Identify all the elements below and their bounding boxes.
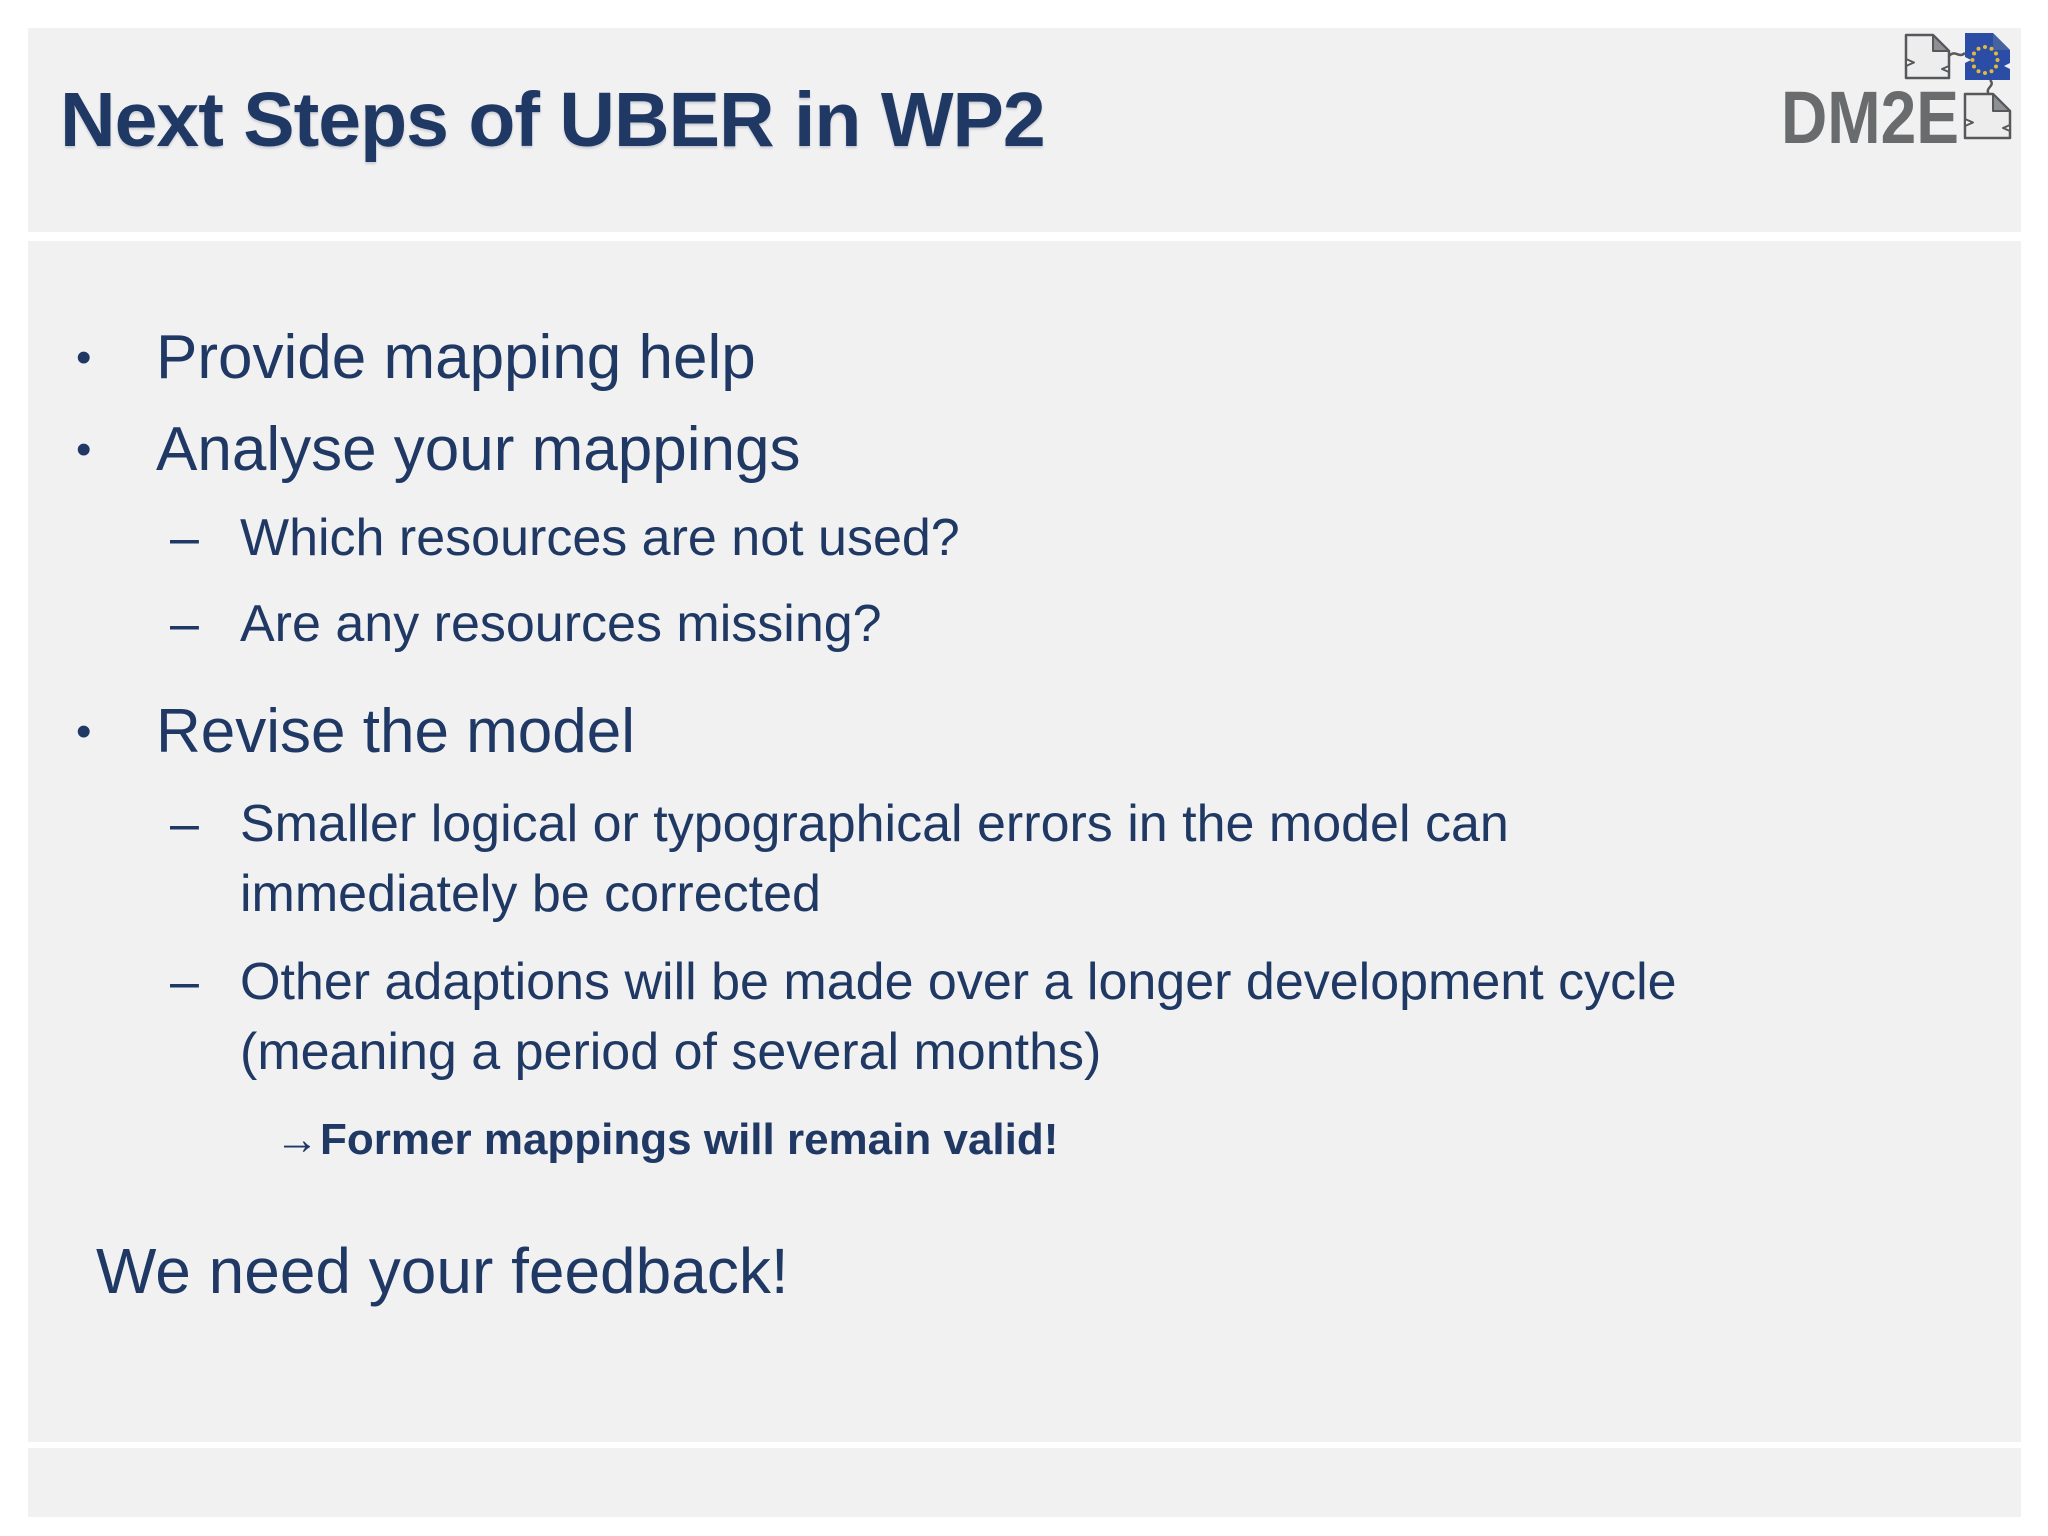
bullet-item: • Provide mapping help (76, 313, 1956, 403)
eu-stars (1970, 45, 2000, 75)
bullet-text: Which resources are not used? (240, 509, 960, 567)
footer-strip (28, 1448, 2021, 1517)
bullet-text: Provide mapping help (156, 323, 756, 392)
arrow-marker: → (275, 1115, 319, 1164)
header-panel: Next Steps of UBER in WP2 DM2E (28, 28, 2021, 232)
document-icon (1963, 92, 2012, 140)
bullet-list: • Provide mapping help • Analyse your ma… (76, 313, 1956, 1169)
bullet-item: → Former mappings will remain valid! (275, 1111, 1956, 1169)
eu-flag-document-icon (1965, 33, 2010, 80)
bullet-text: Analyse your mappings (156, 415, 801, 484)
document-icon (1904, 33, 1951, 80)
bullet-item: – Are any resources missing? (170, 589, 1956, 659)
slide-title: Next Steps of UBER in WP2 (60, 77, 1046, 163)
closing-text: We need your feedback! (96, 1235, 789, 1307)
bullet-item: – Which resources are not used? (170, 503, 1956, 573)
bullet-marker: • (76, 425, 92, 474)
dash-marker: – (170, 595, 199, 653)
logo-text: DM2E (1781, 76, 1959, 148)
bullet-text: Are any resources missing? (240, 595, 882, 653)
content-panel: • Provide mapping help • Analyse your ma… (28, 241, 2021, 1442)
bullet-item: – Other adaptions will be made over a lo… (170, 947, 1956, 1087)
bullet-text: Smaller logical or typographical errors … (240, 795, 1509, 923)
bullet-marker: • (76, 333, 92, 382)
dash-marker: – (170, 953, 199, 1011)
bullet-marker: • (76, 707, 92, 756)
bullet-text: Revise the model (156, 697, 636, 766)
logo-connector-line (1986, 79, 1993, 95)
bullet-text: Other adaptions will be made over a long… (240, 953, 1677, 1081)
dash-marker: – (170, 509, 199, 567)
dm2e-logo-graphic: DM2E (1781, 33, 2012, 159)
bullet-text: Former mappings will remain valid! (320, 1115, 1059, 1164)
bullet-item: – Smaller logical or typographical error… (170, 789, 1956, 929)
bullet-item: • Revise the model (76, 687, 1956, 777)
dash-marker: – (170, 795, 199, 853)
logo-connector-line (1948, 51, 1966, 57)
dm2e-logo: DM2E (1779, 30, 2019, 159)
bullet-item: • Analyse your mappings (76, 405, 1956, 495)
